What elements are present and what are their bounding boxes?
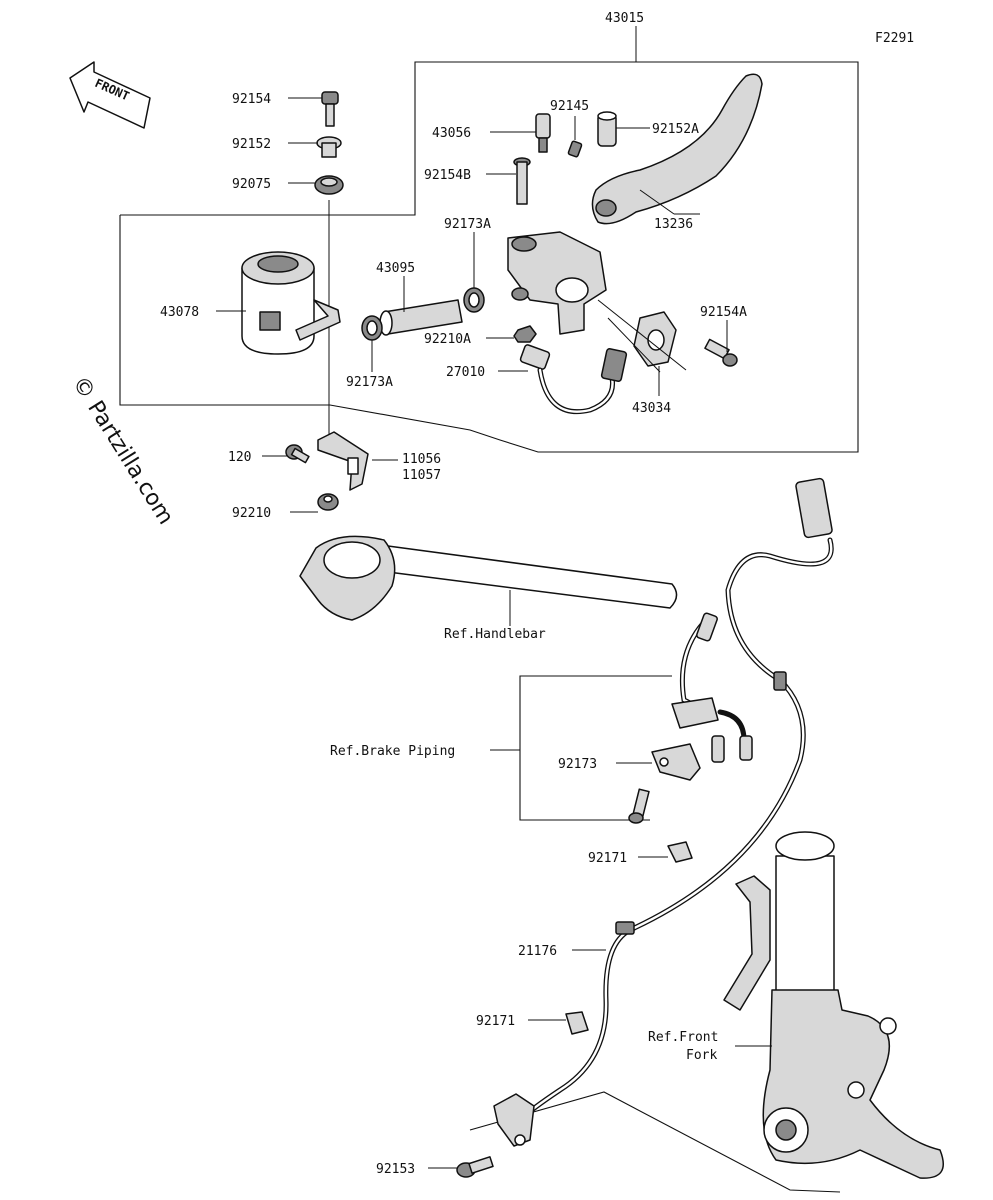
bolt-92154A-part [704, 338, 738, 367]
collar-92152A-part [597, 111, 617, 147]
callout-92152A: 92152A [652, 122, 699, 137]
switch-27010-part [519, 344, 628, 415]
callout-13236: 13236 [654, 217, 693, 232]
nut-92210A-part [513, 325, 537, 343]
bolt-92154B-part [513, 157, 531, 205]
bolt-brake-piping-part [628, 788, 650, 824]
ref-brake-piping: Ref.Brake Piping [330, 744, 455, 759]
sensor-mount-part [493, 1093, 535, 1147]
callout-92171-upper: 92171 [588, 851, 627, 866]
fitting-43056-part [535, 113, 551, 153]
clamp-92173A-upper-part [463, 287, 485, 313]
callout-92173A-lower: 92173A [346, 375, 393, 390]
callout-43034: 43034 [632, 401, 671, 416]
master-cylinder-body-part [507, 231, 607, 335]
callout-43078: 43078 [160, 305, 199, 320]
callout-92171-lower: 92171 [476, 1014, 515, 1029]
callout-11056: 11056 [402, 452, 441, 467]
brake-piping-part [651, 612, 753, 781]
nut-92210-part [317, 493, 339, 511]
callout-92210: 92210 [232, 506, 271, 521]
diagram-code: F2291 [875, 31, 914, 46]
callout-120: 120 [228, 450, 251, 465]
brake-piping-box [519, 675, 672, 821]
clamp-92173A-lower-part [361, 315, 383, 341]
callout-43095: 43095 [376, 261, 415, 276]
watermark: © Partzilla.com [67, 372, 178, 529]
fork-ref-lines [469, 1091, 841, 1193]
screw-120-part [285, 444, 310, 464]
spring-92145-part [567, 140, 583, 158]
front-arrow-icon: FRONT [69, 61, 151, 129]
callout-92154B: 92154B [424, 168, 471, 183]
bolt-92153-part [456, 1156, 494, 1178]
collar-92152-part [316, 136, 342, 158]
assembly-outline [119, 61, 859, 453]
callout-92210A: 92210A [424, 332, 471, 347]
callout-21176: 21176 [518, 944, 557, 959]
holder-43034-part [633, 311, 677, 367]
callout-92153: 92153 [376, 1162, 415, 1177]
callout-92152: 92152 [232, 137, 271, 152]
callout-11057: 11057 [402, 468, 441, 483]
hose-43095-part [379, 299, 463, 336]
reservoir-43078-part [241, 251, 341, 355]
ref-handlebar: Ref.Handlebar [444, 627, 546, 642]
callout-92173A-upper: 92173A [444, 217, 491, 232]
callout-92145: 92145 [550, 99, 589, 114]
front-fork-part [723, 831, 944, 1179]
callout-43056: 43056 [432, 126, 471, 141]
callout-92154: 92154 [232, 92, 271, 107]
ref-front-fork-line1: Ref.Front [648, 1030, 718, 1045]
clip-92171-lower-part [565, 1011, 589, 1035]
clip-92171-upper-part [667, 841, 693, 863]
callout-92154A: 92154A [700, 305, 747, 320]
handlebar-part [299, 535, 678, 621]
lever-13236-part [591, 73, 763, 225]
callout-92173: 92173 [558, 757, 597, 772]
bolt-92154-part [321, 91, 339, 127]
callout-92075: 92075 [232, 177, 271, 192]
callout-27010: 27010 [446, 365, 485, 380]
ref-front-fork-line2: Fork [686, 1048, 717, 1063]
grommet-92075-part [314, 175, 344, 195]
bracket-11056-part [317, 431, 369, 491]
sensor-cable-21176-part [517, 477, 834, 1123]
callout-43015: 43015 [605, 11, 644, 26]
